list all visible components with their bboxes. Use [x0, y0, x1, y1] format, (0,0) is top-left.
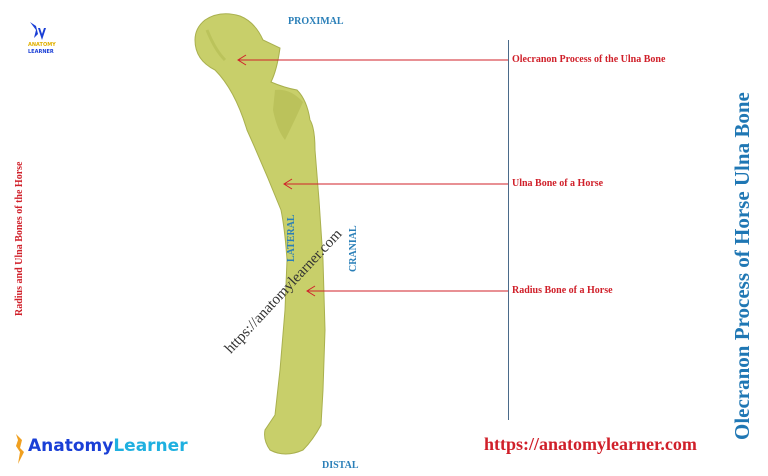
- label-radius-bone: Radius Bone of a Horse: [512, 285, 613, 296]
- brand-part1: Anatomy: [28, 436, 114, 456]
- title-vertical: Olecranon Process of Horse Ulna Bone: [730, 92, 754, 440]
- label-ulna-bone: Ulna Bone of a Horse: [512, 178, 604, 189]
- direction-proximal: PROXIMAL: [288, 16, 344, 27]
- logo-line2: LEARNER: [28, 49, 54, 55]
- ulna-radius-bone-illustration: [194, 13, 326, 455]
- anatomy-learner-small-logo: ANATOMY LEARNER: [26, 20, 56, 60]
- brand-logo: AnatomyLearner: [28, 436, 188, 456]
- logo-line1: ANATOMY: [28, 42, 56, 48]
- label-divider-line: [508, 40, 509, 420]
- label-olecranon-process: Olecranon Process of the Ulna Bone: [512, 54, 666, 65]
- footer-url[interactable]: https://anatomylearner.com: [484, 434, 697, 454]
- runner-logo-icon: [16, 434, 24, 464]
- direction-distal: DISTAL: [322, 460, 359, 471]
- runner-icon: [30, 22, 46, 40]
- brand-part2: Learner: [113, 436, 188, 456]
